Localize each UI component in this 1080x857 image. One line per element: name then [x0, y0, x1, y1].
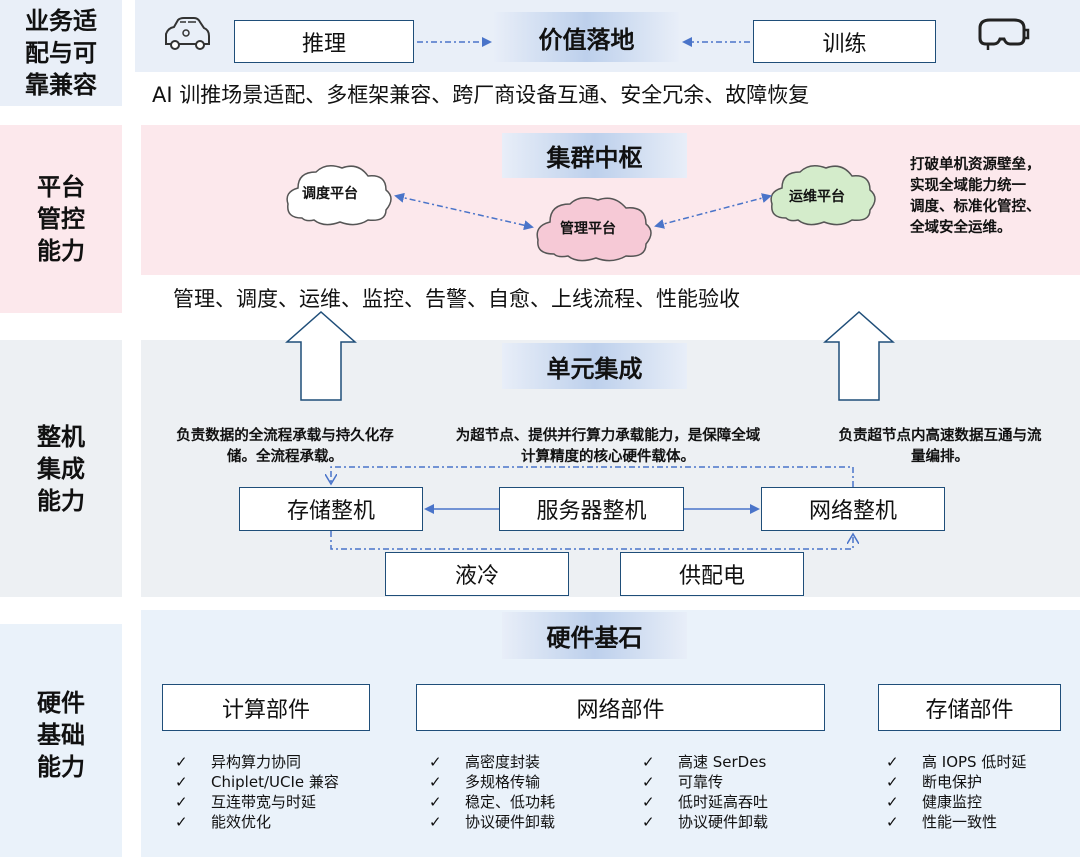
cluster-hub-title: 集群中枢: [502, 133, 687, 178]
list-item: ✓多规格传输: [429, 773, 541, 791]
platform-label-band: [0, 125, 122, 313]
list-item: ✓能效优化: [175, 813, 272, 831]
server-description: 为超节点、提供并行算力承载能力，是保障全域 计算精度的核心硬件载体。: [455, 428, 761, 465]
scheduling-management-connector: [394, 192, 534, 231]
car-icon: [165, 17, 210, 50]
hardware-label-band: [0, 624, 122, 857]
platform-summary: 管理、调度、运维、监控、告警、自愈、上线流程、性能验收: [173, 287, 740, 311]
unit-integration-title: 单元集成: [502, 343, 687, 389]
list-item: ✓稳定、低功耗: [429, 793, 556, 811]
hardware-row-label: 硬件基础能力: [37, 689, 85, 781]
network-machine-box: 网络整机: [761, 487, 945, 531]
integration-label-band: [0, 340, 122, 597]
business-row-label: 业务适配与可靠兼容: [25, 7, 97, 99]
list-item: ✓高密度封装: [429, 753, 541, 771]
network-description: 负责超节点内高速数据互通与流 量编排。: [838, 428, 1042, 465]
cloud-scheduling: [286, 165, 392, 226]
management-operations-connector: [654, 193, 772, 229]
platform-row-label: 平台管控能力: [37, 173, 85, 265]
list-item: ✓可靠传: [642, 773, 724, 791]
storage-features-list: ✓高 IOPS 低时延 ✓断电保护 ✓健康监控 ✓性能一致性: [886, 752, 1026, 832]
list-item: ✓Chiplet/UCIe 兼容: [175, 773, 339, 791]
network-to-storage-loop: [331, 466, 854, 487]
network-component-box: 网络部件: [416, 684, 825, 731]
business-label-band: [0, 0, 122, 106]
storage-description: 负责数据的全流程承载与持久化存 储。全流程承载。: [176, 428, 394, 465]
list-item: ✓性能一致性: [886, 813, 998, 831]
list-item: ✓健康监控: [886, 793, 983, 811]
list-item: ✓低时延高吞吐: [642, 793, 769, 811]
cloud-management-label: 管理平台: [560, 221, 616, 237]
list-item: ✓异构算力协同: [175, 753, 302, 771]
right-up-arrow: [823, 310, 895, 401]
compute-component-box: 计算部件: [162, 684, 370, 731]
network-features-list-a: ✓高密度封装 ✓多规格传输 ✓稳定、低功耗 ✓协议硬件卸载: [429, 752, 555, 832]
storage-component-box: 存储部件: [878, 684, 1061, 731]
list-item: ✓断电保护: [886, 773, 983, 791]
training-box: 训练: [753, 20, 936, 63]
hardware-cornerstone-title: 硬件基石: [502, 612, 687, 659]
list-item: ✓协议硬件卸载: [642, 813, 769, 831]
business-summary: AI 训推场景适配、多框架兼容、跨厂商设备互通、安全冗余、故障恢复: [152, 83, 810, 107]
storage-machine-box: 存储整机: [239, 487, 423, 531]
compute-features-list: ✓异构算力协同 ✓Chiplet/UCIe 兼容 ✓互连带宽与时延 ✓能效优化: [175, 752, 339, 832]
power-supply-box: 供配电: [620, 552, 804, 596]
list-item: ✓协议硬件卸载: [429, 813, 556, 831]
left-up-arrow: [285, 310, 357, 401]
server-machine-box: 服务器整机: [499, 487, 684, 531]
vr-headset-icon: [978, 18, 1030, 50]
cloud-operations-label: 运维平台: [789, 189, 845, 205]
cloud-management: [536, 197, 652, 262]
inference-box: 推理: [234, 20, 414, 63]
storage-to-network-loop: [330, 531, 853, 550]
value-landing-title: 价值落地: [494, 12, 679, 62]
list-item: ✓互连带宽与时延: [175, 793, 317, 811]
list-item: ✓高 IOPS 低时延: [886, 753, 1027, 771]
cloud-operations: [770, 165, 876, 226]
integration-row-label: 整机集成能力: [37, 422, 85, 515]
network-features-list-b: ✓高速 SerDes ✓可靠传 ✓低时延高吞吐 ✓协议硬件卸载: [642, 752, 768, 832]
platform-side-note: 打破单机资源壁垒， 实现全域能力统一 调度、标准化管控、 全域安全运维。: [910, 157, 1041, 236]
cloud-scheduling-label: 调度平台: [302, 186, 358, 202]
liquid-cooling-box: 液冷: [385, 552, 569, 596]
list-item: ✓高速 SerDes: [642, 753, 767, 771]
